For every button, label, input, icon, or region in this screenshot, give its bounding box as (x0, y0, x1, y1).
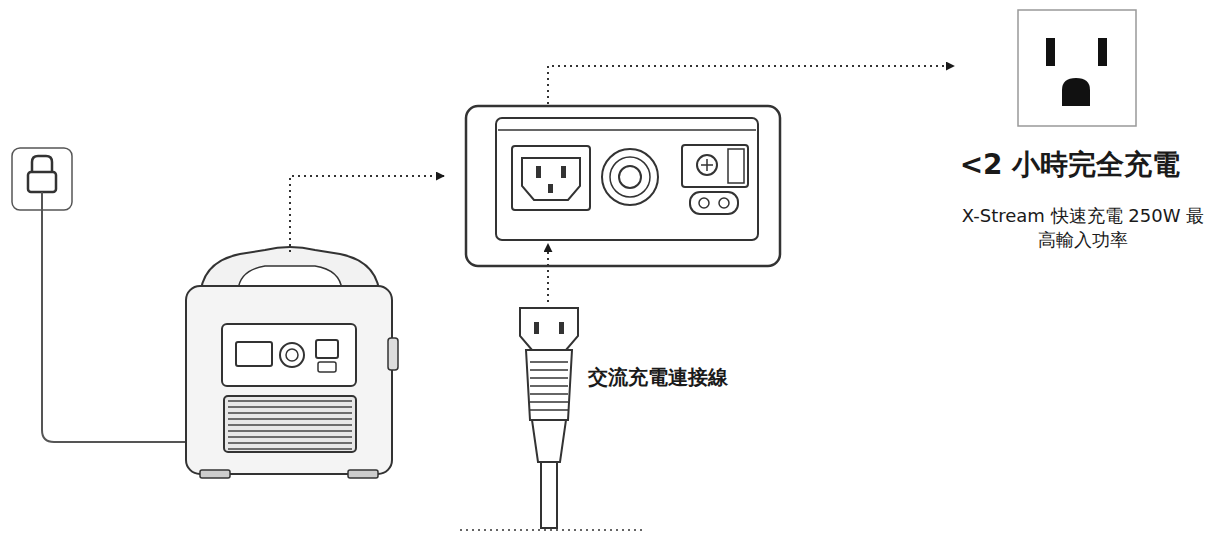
plug-rib (530, 369, 568, 371)
grille-line (228, 400, 352, 402)
iec-socket-frame (512, 146, 590, 210)
dc-input-port-core (286, 349, 298, 361)
breaker-cover (728, 149, 744, 183)
grille-line (228, 436, 352, 438)
input-power-note: X-Stream 快速充電 250W 最高輸入功率 (958, 204, 1208, 253)
panel-edge-line (498, 129, 756, 131)
ac-cable-plug (520, 308, 578, 528)
outlet-slot (1046, 38, 1055, 66)
breaker-button-mark (701, 159, 713, 171)
ground-line (460, 529, 646, 531)
plug-rib (530, 377, 568, 379)
side-knob (388, 338, 398, 370)
power-station (186, 247, 398, 478)
iec-pin (536, 166, 541, 178)
cable-label: 交流充電連接線 (588, 364, 808, 391)
station-port-panel (222, 324, 356, 386)
outlet-ground (1062, 78, 1090, 106)
plug-ribs (530, 362, 568, 410)
plug-head (520, 308, 578, 350)
panel-inner (496, 118, 758, 240)
grille-line (228, 430, 352, 432)
small-socket (318, 362, 336, 372)
plug-rib (530, 361, 568, 363)
dc-port-ring (610, 157, 650, 197)
wall-outlet-icon (1018, 10, 1136, 126)
plug-arrow (547, 244, 549, 302)
socket-hole (699, 198, 709, 208)
grille-line (228, 448, 352, 450)
dc-input-port (280, 343, 304, 367)
plug-grip (526, 350, 572, 420)
plug-rib (530, 385, 568, 387)
vent-grille-lines (228, 401, 352, 449)
breaker (682, 145, 748, 187)
zoom-arrow (290, 176, 444, 252)
iec-pin (561, 166, 566, 178)
grille-line (228, 424, 352, 426)
charge-time: <2 小時完全充電 (920, 146, 1220, 184)
vent-grille (224, 396, 356, 452)
dc-port-core (619, 166, 641, 188)
plug-loop (32, 156, 52, 172)
station-foot (200, 470, 230, 478)
panel-outer (466, 106, 780, 266)
plug-rib (530, 393, 568, 395)
plug-body (28, 172, 56, 192)
grille-line (228, 406, 352, 408)
socket-hole (719, 198, 729, 208)
strain-relief (532, 420, 566, 462)
breaker-button (697, 155, 717, 175)
enlarged-port-panel (466, 106, 780, 266)
iec-pin (548, 184, 553, 193)
ac-input-socket (236, 342, 272, 366)
iec-socket (522, 158, 580, 200)
cable (541, 462, 557, 528)
breaker (316, 340, 338, 358)
outlet-arrow (548, 66, 954, 104)
station-body (186, 286, 392, 474)
grille-line (228, 412, 352, 414)
grille-line (228, 442, 352, 444)
small-socket (690, 192, 738, 214)
grille-line (228, 418, 352, 420)
plug-contact (534, 322, 539, 334)
dc-port (602, 149, 658, 205)
plug-contact (559, 322, 564, 334)
plug-rib (530, 401, 568, 403)
station-foot (348, 470, 378, 478)
outlet-slot (1098, 38, 1107, 66)
outlet-plate (1018, 10, 1136, 126)
plug-rib (530, 409, 568, 411)
